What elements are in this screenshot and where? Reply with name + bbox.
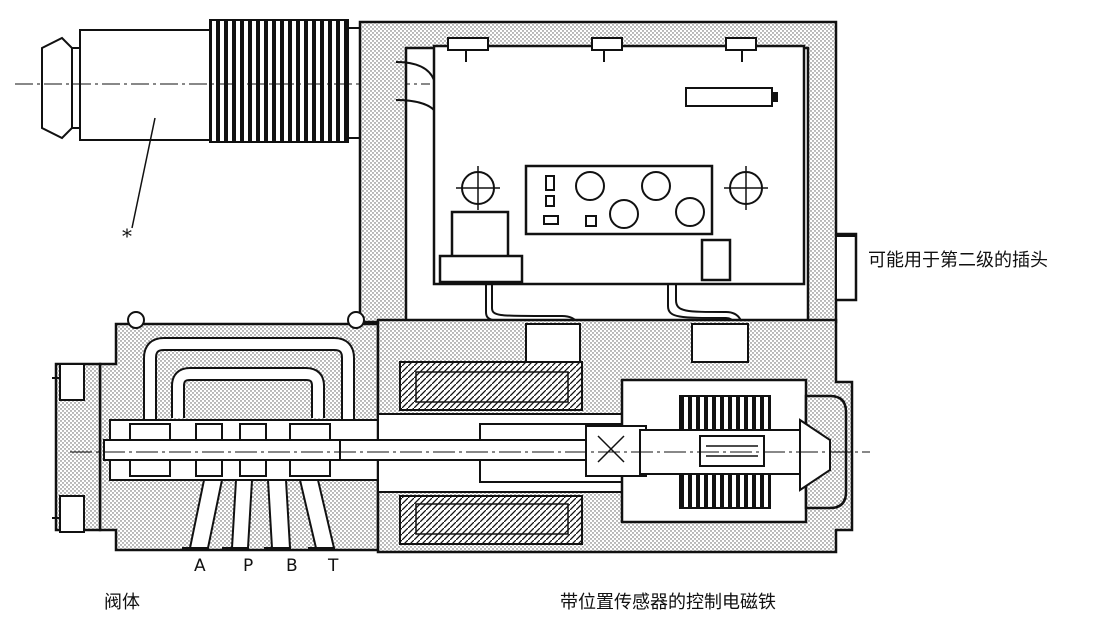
cable-connector <box>41 19 397 143</box>
port-label-t: T <box>328 556 339 576</box>
port-label-b: B <box>286 556 298 576</box>
electronics-housing <box>358 20 838 324</box>
star-leader-line <box>131 117 156 229</box>
solenoid-assembly <box>339 318 854 554</box>
port-label-a: A <box>194 556 206 576</box>
second-stage-plug <box>835 235 857 301</box>
plug-label: 可能用于第二级的插头 <box>868 250 1048 271</box>
valve-body <box>52 311 380 552</box>
valve-body-label: 阀体 <box>104 592 140 613</box>
port-label-p: P <box>243 556 254 576</box>
star-marker: * <box>122 224 132 248</box>
solenoid-label: 带位置传感器的控制电磁铁 <box>560 592 776 613</box>
